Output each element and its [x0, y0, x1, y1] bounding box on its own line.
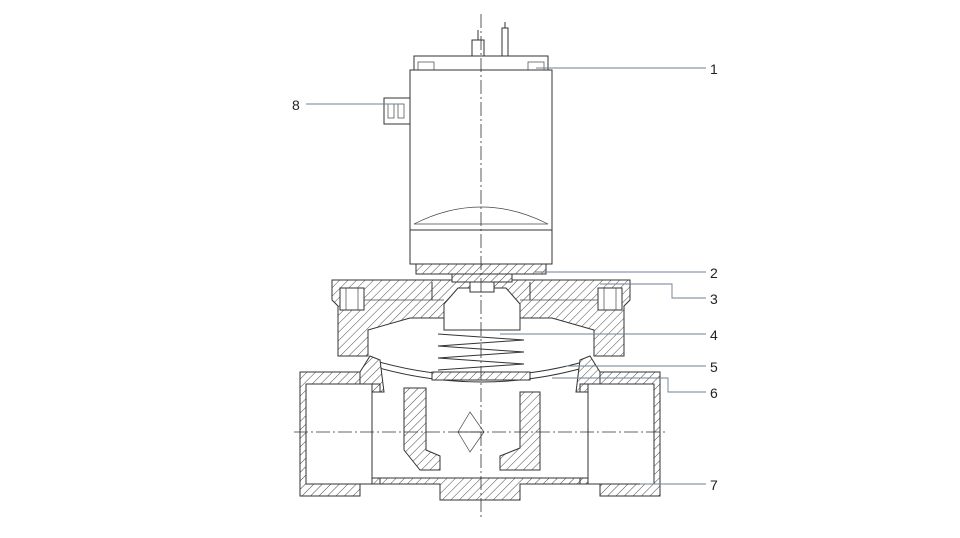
spring [437, 333, 525, 371]
callout-6: 6 [552, 377, 718, 401]
callout-label: 1 [710, 61, 718, 77]
callout-label: 2 [710, 265, 718, 281]
solenoid-coil [383, 22, 553, 265]
callout-label: 8 [292, 97, 300, 113]
callout-label: 5 [710, 359, 718, 375]
callout-label: 4 [710, 327, 718, 343]
callout-7: 7 [640, 477, 718, 493]
callout-4: 4 [500, 327, 718, 343]
callout-label: 6 [710, 385, 718, 401]
callout-5: 5 [566, 359, 718, 375]
callout-8: 8 [292, 97, 400, 113]
callout-3: 3 [600, 283, 718, 307]
callout-label: 7 [710, 477, 718, 493]
callout-2: 2 [534, 265, 718, 281]
valve-body [299, 355, 661, 501]
callout-label: 3 [710, 291, 718, 307]
callout-1: 1 [536, 61, 718, 77]
